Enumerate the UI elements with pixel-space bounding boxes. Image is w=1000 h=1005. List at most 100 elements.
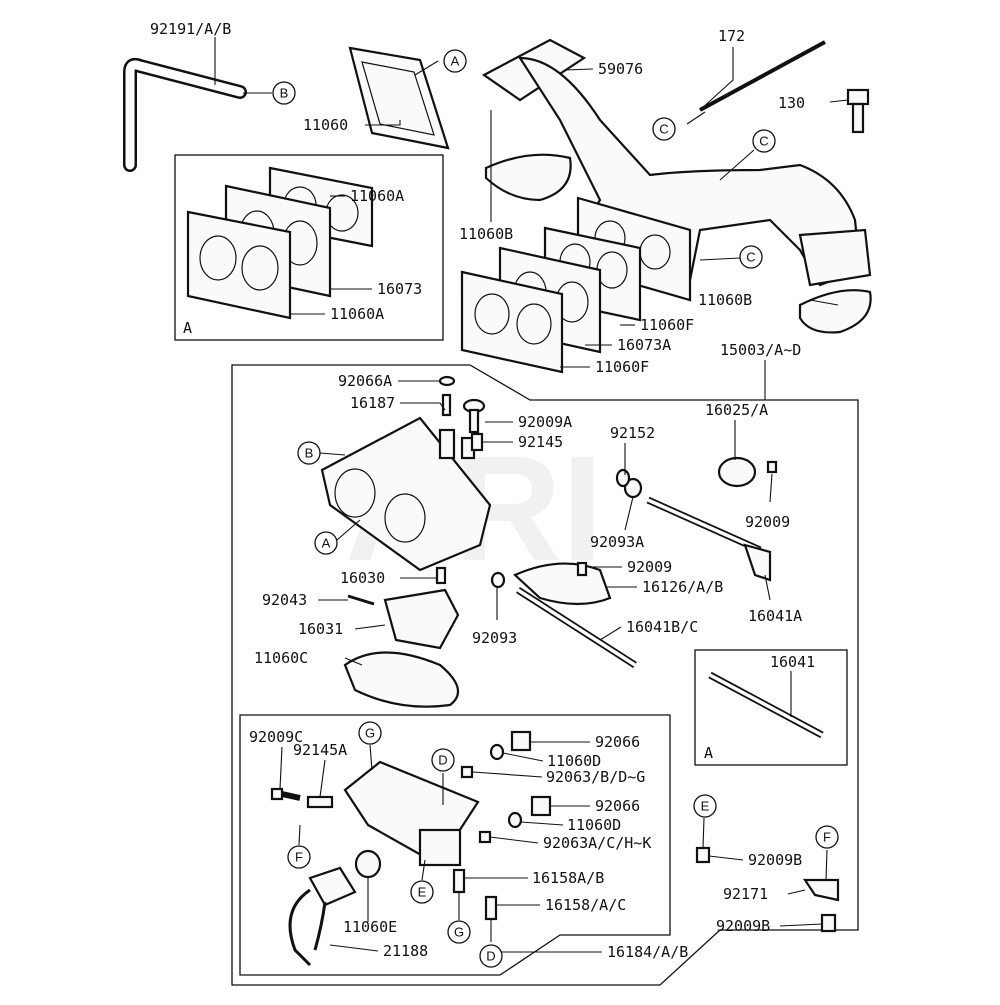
washer-92093-illustration (490, 571, 506, 589)
label-16158ab: 16158A/B (532, 869, 604, 887)
callout-G-1: G (358, 721, 382, 745)
label-16031: 16031 (298, 620, 343, 638)
carburetor-assembly-frame (231, 364, 859, 986)
label-92043: 92043 (262, 591, 307, 609)
alt-shaft-16041-illustration (708, 671, 824, 739)
gasket-11060b-left-illustration (484, 153, 572, 202)
label-92191: 92191/A/B (150, 20, 231, 38)
solenoid-21188-illustration (288, 866, 357, 967)
callout-C-2: C (752, 129, 776, 153)
label-130: 130 (778, 94, 805, 112)
label-16025: 16025/A (705, 401, 768, 419)
bolt-92009b-1-illustration (695, 846, 711, 864)
manifold-gasket-stack-illustration (460, 226, 642, 374)
plug-92066a-illustration (438, 375, 456, 387)
float-bowl-frame (239, 714, 671, 976)
label-16041bc: 16041B/C (626, 618, 698, 636)
shaft-option-box (694, 649, 848, 766)
callout-E-2: E (693, 794, 717, 818)
label-92066-1: 92066 (595, 733, 640, 751)
label-92093a: 92093A (590, 533, 644, 551)
label-92145: 92145 (518, 433, 563, 451)
label-16073: 16073 (377, 280, 422, 298)
carburetor-body-illustration (320, 416, 492, 572)
screw-16158ac-illustration (484, 895, 498, 921)
callout-letter: G (454, 925, 464, 940)
label-92145a: 92145A (293, 741, 347, 759)
callout-letter: F (823, 830, 831, 845)
callout-letter: F (295, 850, 303, 865)
needle-16030-illustration (435, 566, 447, 585)
label-92009a: 92009A (518, 413, 572, 431)
label-92009-1: 92009 (745, 513, 790, 531)
callout-A-body: A (314, 531, 338, 555)
label-16041: 16041 (770, 653, 815, 671)
callout-letter: D (438, 753, 447, 768)
label-59076: 59076 (598, 60, 643, 78)
label-11060f-1: 11060F (640, 316, 694, 334)
gasket-11060c-illustration (343, 651, 460, 708)
stud-172-illustration (699, 40, 826, 112)
label-16030: 16030 (340, 569, 385, 587)
label-92009b-1: 92009B (748, 851, 802, 869)
screw-92009-illustration (766, 460, 778, 474)
label-92093: 92093 (472, 629, 517, 647)
label-172: 172 (718, 27, 745, 45)
throttle-shaft-illustration (646, 496, 762, 554)
pin-92043-illustration (347, 594, 375, 606)
callout-D-1: D (431, 748, 455, 772)
callout-letter: B (305, 446, 314, 461)
label-15003: 15003/A~D (720, 341, 801, 359)
bowl-fittings-illustration (460, 730, 552, 844)
label-11060e: 11060E (343, 918, 397, 936)
label-11060c: 11060C (254, 649, 308, 667)
box-gasket-set-illustration (186, 166, 374, 320)
label-11060f-2: 11060F (595, 358, 649, 376)
screw-92009c-illustration (270, 787, 301, 801)
label-11060d-1: 11060D (547, 752, 601, 770)
gasket-11060-illustration (348, 46, 450, 150)
label-92009b-2: 92009B (716, 917, 770, 935)
callout-F-1: F (287, 845, 311, 869)
throttle-plate-16025-illustration (717, 456, 757, 488)
leader-lines (214, 37, 849, 953)
label-92066a: 92066A (338, 372, 392, 390)
float-bowl-illustration (343, 760, 480, 867)
label-92171: 92171 (723, 885, 768, 903)
callout-letter: C (746, 250, 755, 265)
label-11060a-1: 11060A (350, 187, 404, 205)
callout-letter: E (701, 799, 710, 814)
label-16073a: 16073A (617, 336, 671, 354)
callout-B-body: B (297, 441, 321, 465)
callout-letter: B (280, 86, 289, 101)
label-11060a-2: 11060A (330, 305, 384, 323)
callout-letter: C (659, 122, 668, 137)
callout-letter: D (486, 949, 495, 964)
screw-16158ab-illustration (452, 868, 466, 894)
label-11060b-2: 11060B (698, 291, 752, 309)
bolt-130-illustration (846, 88, 870, 134)
spring-92145-illustration (470, 432, 484, 452)
bracket-92171-illustration (802, 878, 840, 902)
label-92009c: 92009C (249, 728, 303, 746)
callout-E-1: E (410, 880, 434, 904)
bolt-92009b-2-illustration (820, 913, 837, 933)
screw-92009a-illustration (462, 398, 486, 434)
callout-C-3: C (739, 245, 763, 269)
label-16041a: 16041A (748, 607, 802, 625)
callout-letter: A (322, 536, 331, 551)
screw-92009-choke-illustration (576, 561, 588, 577)
label-21188: 21188 (383, 942, 428, 960)
float-16031-illustration (383, 588, 460, 650)
callout-letter: A (451, 54, 460, 69)
seal-92152-illustration (615, 468, 631, 488)
part-labels: 92191/A/B 11060 11060A 16073 11060A 5907… (150, 20, 815, 961)
jet-16187-illustration (441, 393, 452, 417)
callout-F-2: F (815, 825, 839, 849)
gasket-option-box (174, 154, 444, 341)
label-92066-2: 92066 (595, 797, 640, 815)
callout-letter: G (365, 726, 375, 741)
label-11060: 11060 (303, 116, 348, 134)
